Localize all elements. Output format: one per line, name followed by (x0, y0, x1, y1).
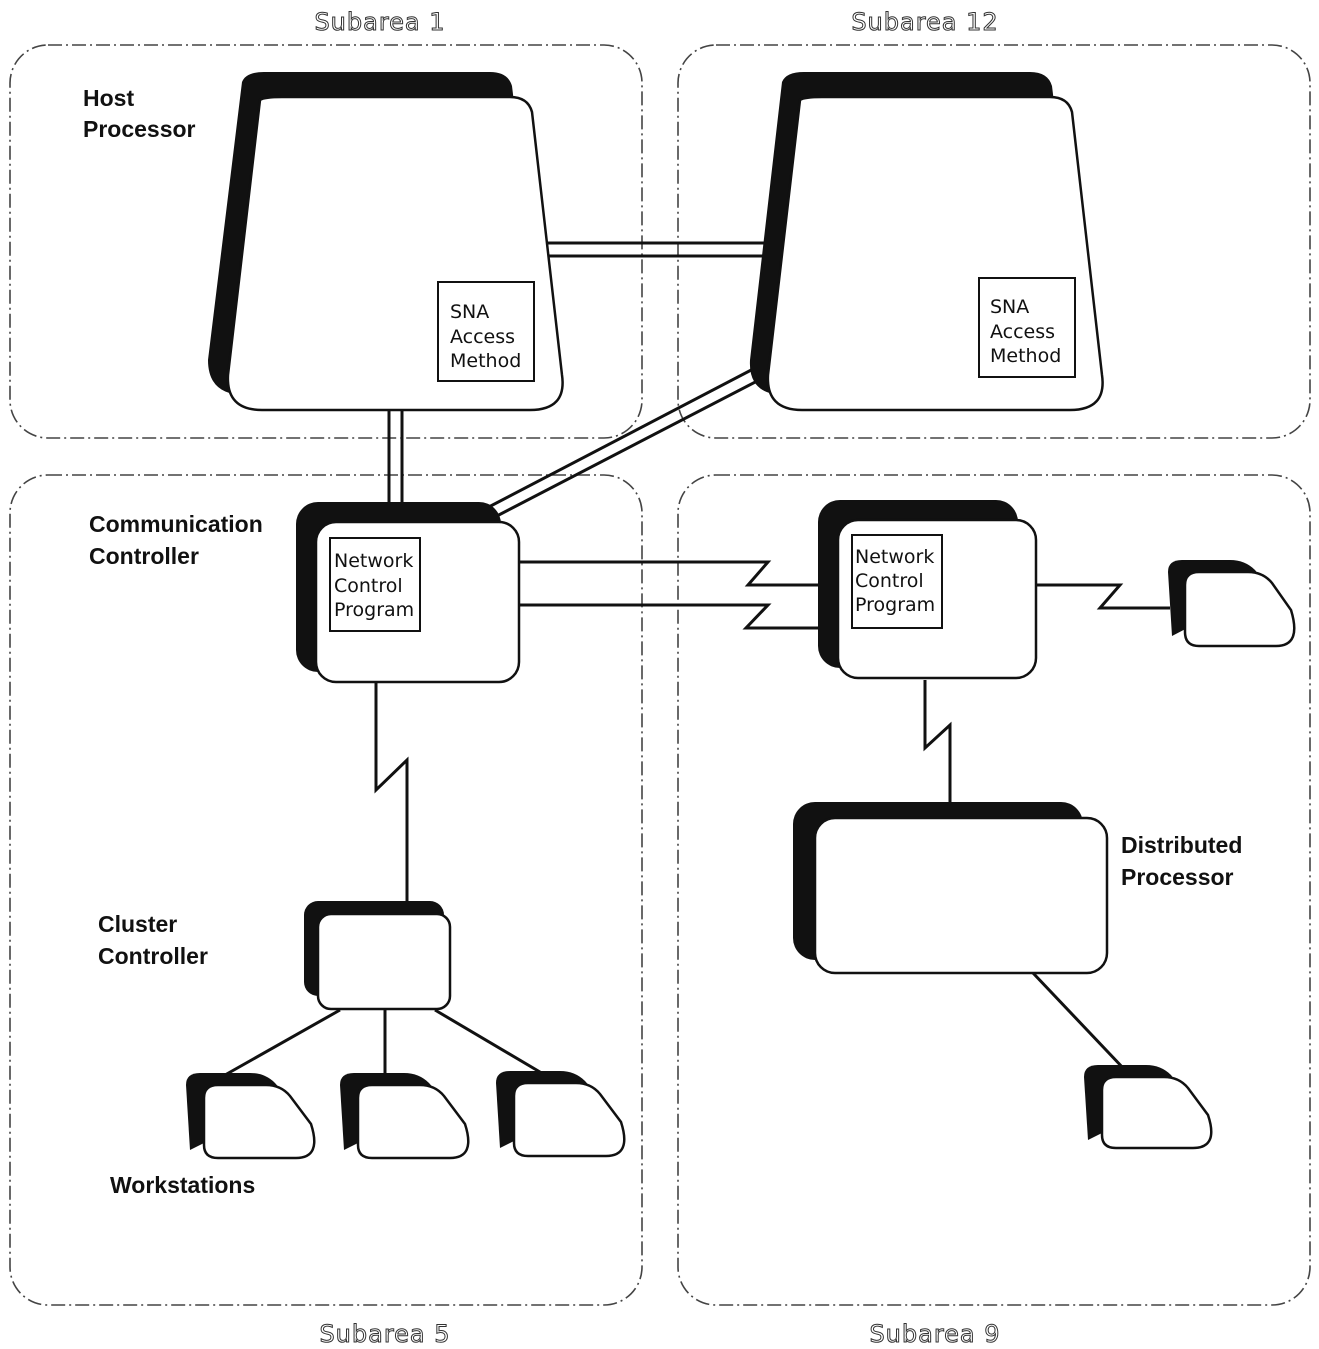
controller-to-cluster-link (374, 683, 409, 903)
host12-to-controller-channel (482, 365, 764, 520)
communication-controller-label-line2: Controller (89, 543, 199, 569)
host-processor-1: SNA Access Method (208, 72, 564, 412)
communication-controller-5: Network Control Program (296, 502, 521, 684)
ncp-5-line1: Network (334, 550, 413, 572)
distributed-processor-label-line1: Distributed (1121, 832, 1242, 858)
access-method-12-line2: Access (990, 321, 1055, 343)
ncp-5-line2: Control (334, 575, 403, 597)
access-method-1-line1: SNA (450, 301, 489, 323)
access-method-12-line3: Method (990, 345, 1061, 367)
host-processor-label-line2: Processor (83, 116, 196, 142)
host-processor-label-line1: Host (83, 85, 134, 111)
controller9-to-distributed-link (923, 680, 952, 803)
ncp-box-9 (851, 534, 943, 629)
controller-link-upper (520, 560, 820, 587)
ncp-9-line2: Control (855, 570, 924, 592)
cluster-to-workstation-lines (224, 1008, 546, 1077)
host1-to-controller-channel (387, 410, 404, 505)
ncp-5-line3: Program (334, 599, 414, 621)
communication-controller-9: Network Control Program (818, 500, 1038, 680)
host-processor-12: SNA Access Method (749, 72, 1104, 412)
host-to-host-channel (545, 241, 768, 258)
subarea-5-boundary (9, 474, 643, 1306)
subarea-1-title: Subarea 1 (314, 8, 445, 36)
communication-controller-label-line1: Communication (89, 511, 263, 537)
workstation-4 (1168, 560, 1296, 648)
ncp-box-5 (329, 537, 421, 632)
subarea-5-title: Subarea 5 (319, 1320, 450, 1348)
distributed-processor (793, 802, 1109, 975)
subarea-12-title: Subarea 12 (851, 8, 998, 36)
controller-link-lower (520, 603, 820, 630)
workstation-1 (186, 1073, 316, 1160)
distributed-processor-label-line2: Processor (1121, 864, 1234, 890)
ncp-9-line1: Network (855, 546, 934, 568)
workstation-3 (496, 1071, 626, 1158)
ncp-9-line3: Program (855, 594, 935, 616)
workstation-2 (340, 1073, 470, 1160)
subarea-9-boundary (677, 474, 1311, 1306)
cluster-controller-label-line1: Cluster (98, 911, 177, 937)
subarea-12-boundary (677, 44, 1311, 439)
sna-access-method-box-1 (437, 281, 535, 382)
workstations-label: Workstations (110, 1172, 255, 1198)
cluster-controller (304, 901, 452, 1011)
access-method-1-line3: Method (450, 350, 521, 372)
cluster-controller-label-line2: Controller (98, 943, 208, 969)
access-method-12-line1: SNA (990, 296, 1029, 318)
workstation-5 (1084, 1065, 1213, 1150)
subarea-9-title: Subarea 9 (869, 1320, 1000, 1348)
distributed-to-workstation-line (1031, 971, 1127, 1072)
access-method-1-line2: Access (450, 326, 515, 348)
controller9-to-workstation-link (1036, 583, 1170, 610)
sna-access-method-box-12 (978, 277, 1076, 378)
